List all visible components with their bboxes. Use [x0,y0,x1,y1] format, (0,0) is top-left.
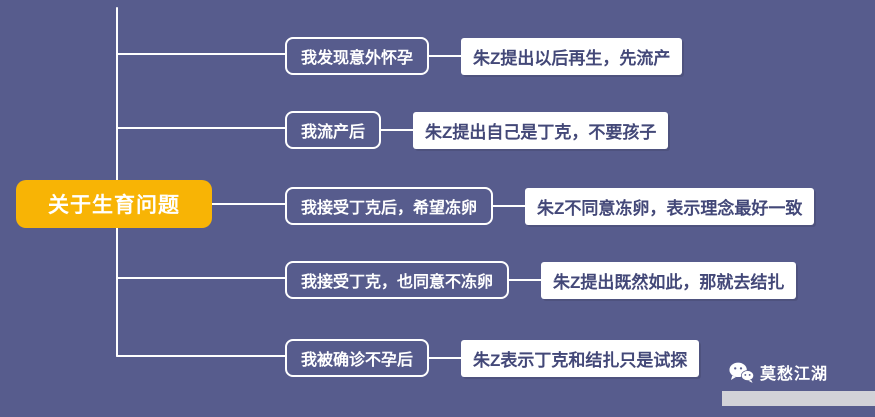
wechat-icon [729,362,754,383]
leaf-node-label: 朱Z不同意冻卵，表示理念最好一致 [537,198,803,218]
branch-link-line [493,205,526,207]
mid-node-label: 我发现意外怀孕 [301,50,414,67]
root-topic-label: 关于生育问题 [48,194,180,217]
mid-node: 我发现意外怀孕 [285,37,430,75]
branch-row: 我发现意外怀孕 朱Z提出以后再生，先流产 [285,37,683,75]
branch-row: 我被确诊不孕后 朱Z表示丁克和结扎只是试探 [285,339,700,377]
mid-node: 我接受丁克后，希望冻卵 [285,187,494,225]
branch-row: 我流产后 朱Z提出自己是丁克，不要孩子 [285,111,669,149]
mid-node-label: 我流产后 [301,124,366,141]
root-topic-node: 关于生育问题 [16,180,212,228]
leaf-node: 朱Z提出既然如此，那就去结扎 [541,261,797,299]
watermark-label: 莫愁江湖 [760,366,829,383]
mid-node: 我接受丁克，也同意不冻卵 [285,261,510,299]
mid-node-label: 我接受丁克，也同意不冻卵 [301,274,494,291]
branch-link-line [429,55,462,57]
mid-node: 我流产后 [285,111,382,149]
leaf-node-label: 朱Z提出既然如此，那就去结扎 [553,272,785,292]
leaf-node-label: 朱Z提出自己是丁克，不要孩子 [425,122,657,142]
leaf-node: 朱Z提出以后再生，先流产 [461,37,683,75]
watermark: 莫愁江湖 [728,360,828,384]
leaf-node-label: 朱Z表示丁克和结扎只是试探 [473,350,688,370]
mid-node-label: 我接受丁克后，希望冻卵 [301,200,478,217]
leaf-node-label: 朱Z提出以后再生，先流产 [473,48,671,68]
mid-node-label: 我被确诊不孕后 [301,352,414,369]
leaf-node: 朱Z表示丁克和结扎只是试探 [461,339,700,377]
branch-row: 我接受丁克后，希望冻卵 朱Z不同意冻卵，表示理念最好一致 [285,187,815,225]
bottom-gray-bar [722,391,875,406]
branch-link-line [509,279,542,281]
leaf-node: 朱Z提出自己是丁克，不要孩子 [413,111,669,149]
leaf-node: 朱Z不同意冻卵，表示理念最好一致 [525,187,815,225]
branch-link-line [429,357,462,359]
branch-row: 我接受丁克，也同意不冻卵 朱Z提出既然如此，那就去结扎 [285,261,797,299]
mid-node: 我被确诊不孕后 [285,339,430,377]
branch-link-line [381,129,414,131]
